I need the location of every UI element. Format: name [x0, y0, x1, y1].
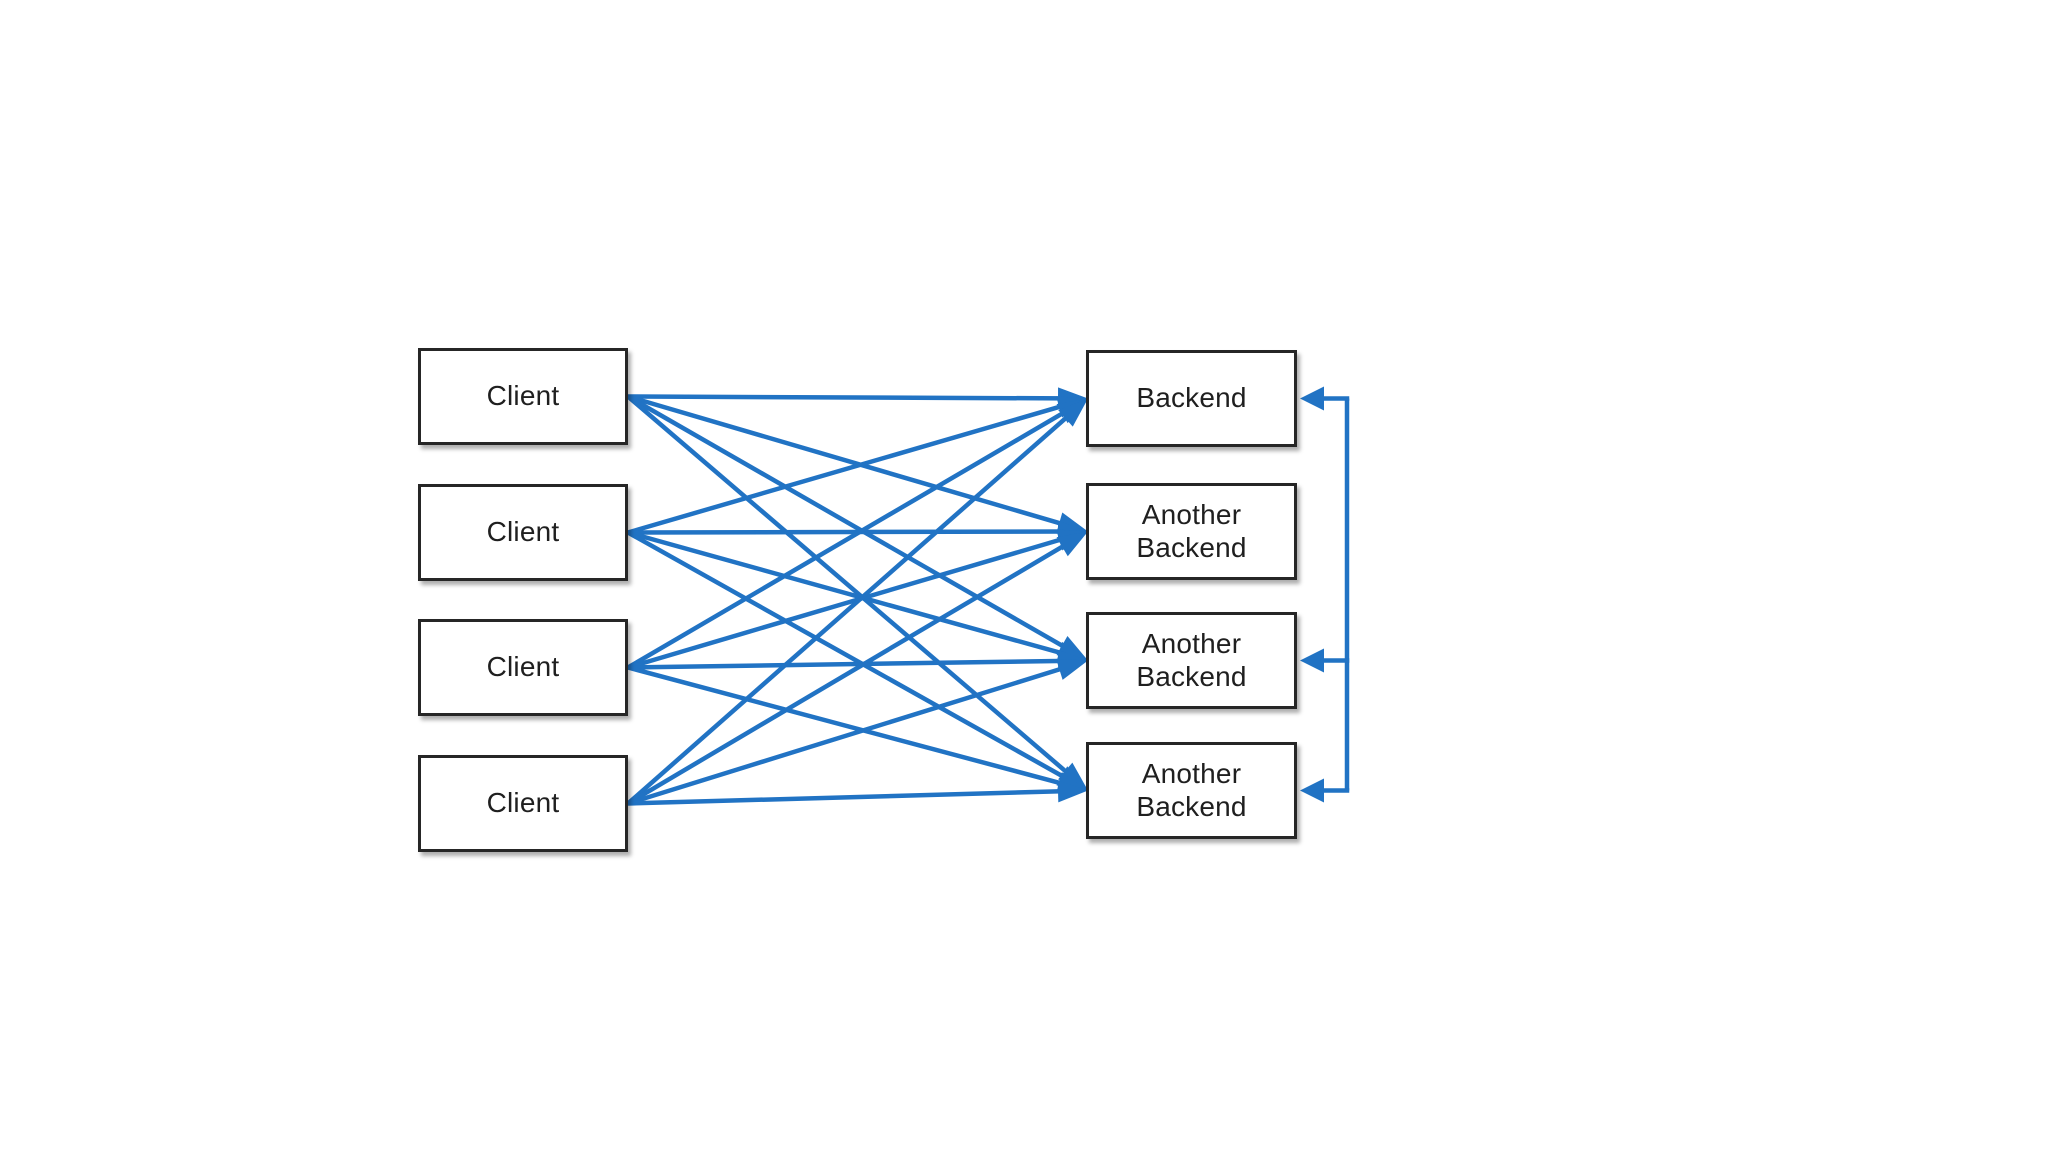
client-node-4-label: Client	[486, 787, 560, 819]
backend-node-2: Another Backend	[1086, 483, 1297, 580]
client-node-2: Client	[418, 484, 628, 581]
backend-node-3: Another Backend	[1086, 612, 1297, 709]
backend-node-3-label: Another Backend	[1136, 628, 1247, 692]
backend-node-4-label: Another Backend	[1136, 758, 1247, 822]
backend-node-1-label: Backend	[1136, 382, 1247, 414]
backend-node-2-label: Another Backend	[1136, 499, 1247, 563]
client-node-2-label: Client	[486, 516, 560, 548]
client-node-3: Client	[418, 619, 628, 716]
client-node-4: Client	[418, 755, 628, 852]
client-node-1-label: Client	[486, 380, 560, 412]
backend-node-4: Another Backend	[1086, 742, 1297, 839]
client-node-3-label: Client	[486, 651, 560, 683]
client-node-1: Client	[418, 348, 628, 445]
backend-node-1: Backend	[1086, 350, 1297, 447]
